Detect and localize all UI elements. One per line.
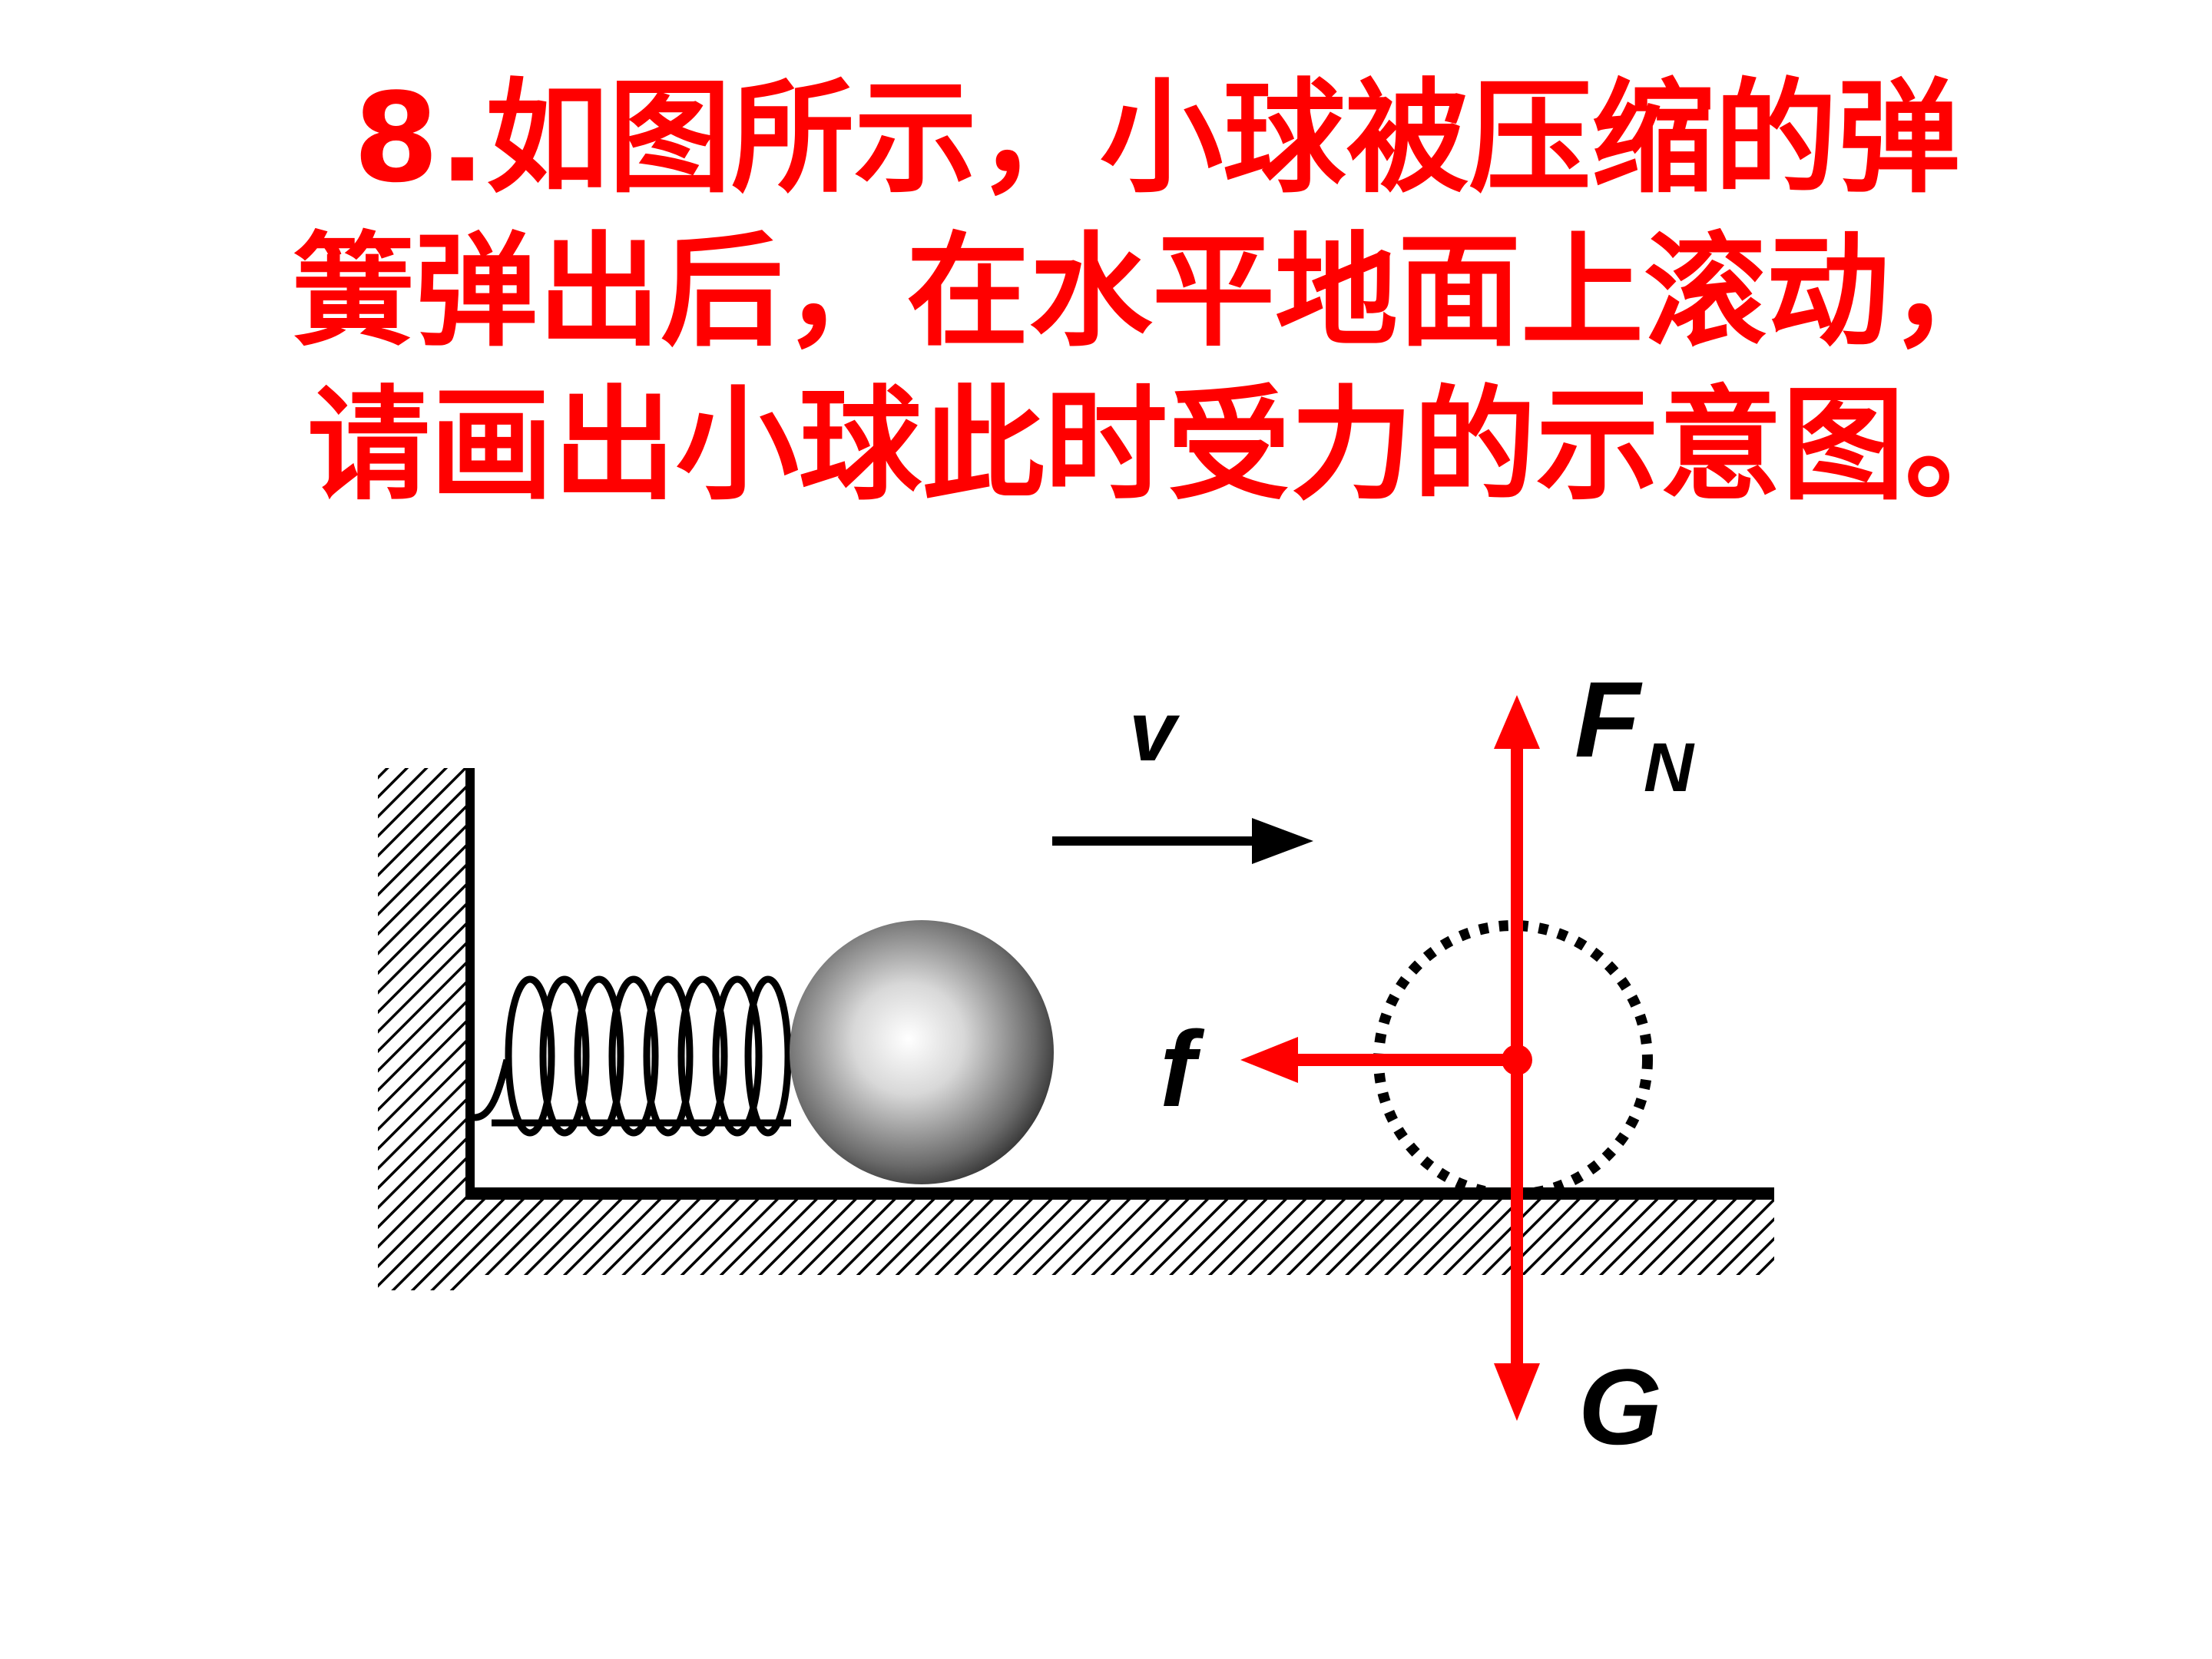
ground-hatching bbox=[378, 1198, 1774, 1275]
friction-arrow-head bbox=[1240, 1037, 1298, 1083]
gravity-label: G bbox=[1578, 1346, 1662, 1467]
gravity-arrow-head bbox=[1494, 1363, 1540, 1421]
friction-label: f bbox=[1160, 1008, 1205, 1129]
question-text: 8.如图所示，小球被压缩的弹 簧弹出后，在水平地面上滚动， 请画出小球此时受力的… bbox=[276, 61, 2043, 522]
velocity-label: v bbox=[1129, 684, 1181, 779]
compressed-spring bbox=[474, 975, 792, 1137]
normal-force-label: F bbox=[1575, 659, 1643, 780]
question-line-3: 请画出小球此时受力的示意图。 bbox=[307, 373, 2028, 517]
question-line-1: 8.如图所示，小球被压缩的弹 bbox=[353, 66, 1961, 210]
force-application-point bbox=[1502, 1045, 1532, 1075]
ball bbox=[790, 920, 1054, 1184]
normal-force-subscript: N bbox=[1644, 730, 1695, 806]
normal-force-arrow-head bbox=[1494, 695, 1540, 749]
velocity-arrow-head bbox=[1252, 818, 1313, 864]
question-line-2: 簧弹出后，在水平地面上滚动， bbox=[292, 220, 2013, 363]
